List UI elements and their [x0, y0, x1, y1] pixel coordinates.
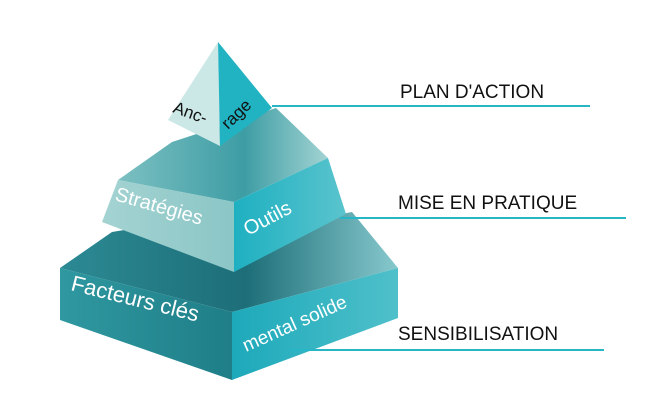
label-plan-action: PLAN D'ACTION — [272, 82, 590, 107]
tier-middle-top-face — [118, 108, 328, 202]
label-middle: MISE EN PRATIQUE — [398, 193, 577, 214]
tier-bottom-left-face — [60, 268, 232, 380]
label-mise-en-pratique: MISE EN PRATIQUE — [340, 193, 626, 219]
label-top: PLAN D'ACTION — [400, 82, 544, 103]
tier-middle-right-face — [234, 158, 346, 272]
tier-top: Anc- rage — [168, 42, 272, 146]
tier-bottom-right-face — [232, 268, 398, 380]
label-bottom: SENSIBILISATION — [398, 324, 558, 345]
tier-top-right-face — [218, 42, 272, 146]
tier-top-left-face — [168, 42, 220, 146]
label-sensibilisation: SENSIBILISATION — [290, 324, 604, 351]
tier-middle-left-face — [102, 180, 234, 272]
tier-middle: Stratégies Outils — [102, 108, 346, 272]
